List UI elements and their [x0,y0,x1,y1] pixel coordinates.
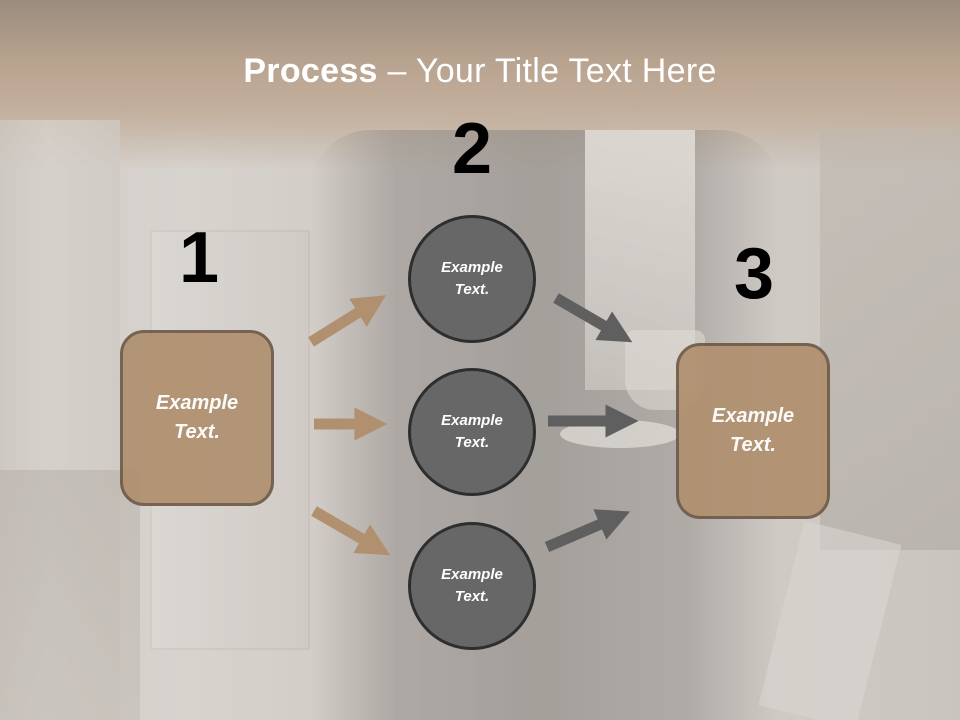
circle-bottom-line1: Example [441,565,503,583]
title-bold: Process [243,52,378,90]
step-number-3: 3 [733,234,775,314]
circle-middle-line1: Example [441,411,503,429]
circle-middle-line2: Text. [454,434,490,451]
step-1-text-line2: Text. [174,421,220,443]
circle-bottom-line2: Text. [454,588,490,605]
step-3-text-line2: Text. [730,434,776,456]
title-dash: – [377,52,416,90]
background-table [0,470,140,720]
step-number-1: 1 [178,218,220,298]
step-3-text-line1: Example [711,405,795,427]
title-rest: Your Title Text Here [415,52,717,90]
step-2-circle-top: Example Text. [408,215,536,343]
step-3-box: Example Text. [676,343,830,519]
step-2-circle-bottom: Example Text. [408,522,536,650]
circle-top-line2: Text. [454,281,490,298]
background-wall [820,130,960,550]
circle-top-line1: Example [441,258,503,276]
step-2-circle-middle: Example Text. [408,368,536,496]
step-1-box: Example Text. [120,330,274,506]
slide-title: Process – Your Title Text Here [0,52,960,91]
step-number-2: 2 [451,109,493,189]
step-1-text-line1: Example [155,392,239,414]
